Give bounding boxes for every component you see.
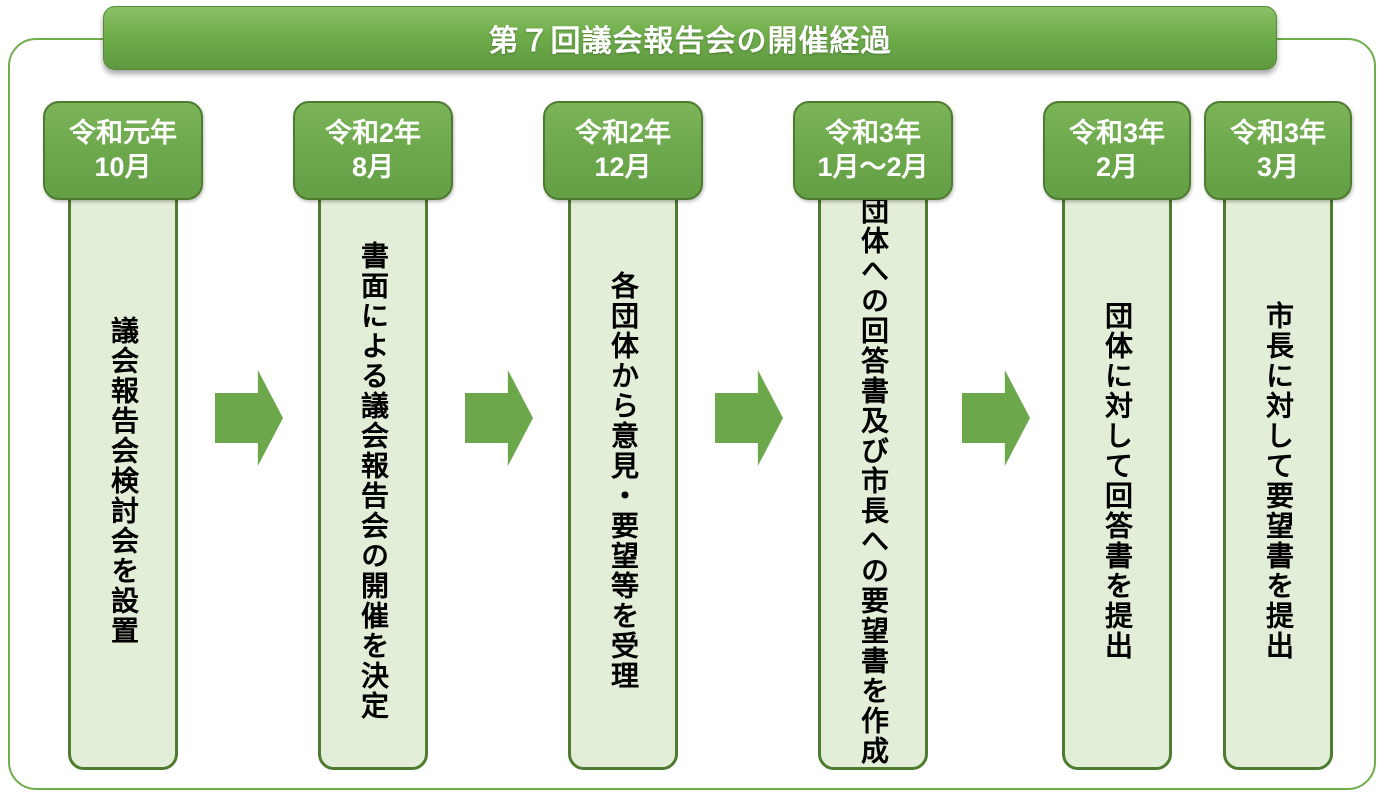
stage-4-date-box: 令和3年 1月～2月: [793, 101, 953, 200]
stage-5-bar: 団体に対して回答書を提出: [1062, 192, 1172, 770]
stage-2-date-box: 令和2年 8月: [293, 101, 453, 200]
stage-1-date-box: 令和元年 10月: [43, 101, 203, 200]
stage-4-date: 令和3年 1月～2月: [817, 117, 929, 182]
stage-6-description: 市長に対して要望書を提出: [1263, 301, 1294, 661]
stage-4-description: 団体への回答書及び市長への要望書を作成: [858, 196, 889, 766]
diagram-title: 第７回議会報告会の開催経過: [488, 25, 892, 58]
stage-2-bar: 書面による議会報告会の開催を決定: [318, 192, 428, 770]
stage-1-description: 議会報告会検討会を設置: [108, 316, 139, 646]
stage-3-bar: 各団体から意見・要望等を受理: [568, 192, 678, 770]
stage-2-description: 書面による議会報告会の開催を決定: [358, 241, 389, 721]
stage-6-date-box: 令和3年 3月: [1204, 101, 1352, 200]
stage-4-bar: 団体への回答書及び市長への要望書を作成: [818, 192, 928, 770]
stage-3-description: 各団体から意見・要望等を受理: [608, 271, 639, 691]
stage-5-description: 団体に対して回答書を提出: [1102, 301, 1133, 661]
stage-1-bar: 議会報告会検討会を設置: [68, 192, 178, 770]
stage-2-date: 令和2年 8月: [324, 117, 422, 182]
stage-5-date-box: 令和3年 2月: [1043, 101, 1191, 200]
stage-3-date-box: 令和2年 12月: [543, 101, 703, 200]
stage-3-date: 令和2年 12月: [574, 117, 672, 182]
title-banner: 第７回議会報告会の開催経過: [103, 6, 1277, 70]
stage-1-date: 令和元年 10月: [69, 117, 177, 182]
stage-5-date: 令和3年 2月: [1068, 117, 1166, 182]
stage-6-bar: 市長に対して要望書を提出: [1223, 192, 1333, 770]
stage-6-date: 令和3年 3月: [1229, 117, 1327, 182]
